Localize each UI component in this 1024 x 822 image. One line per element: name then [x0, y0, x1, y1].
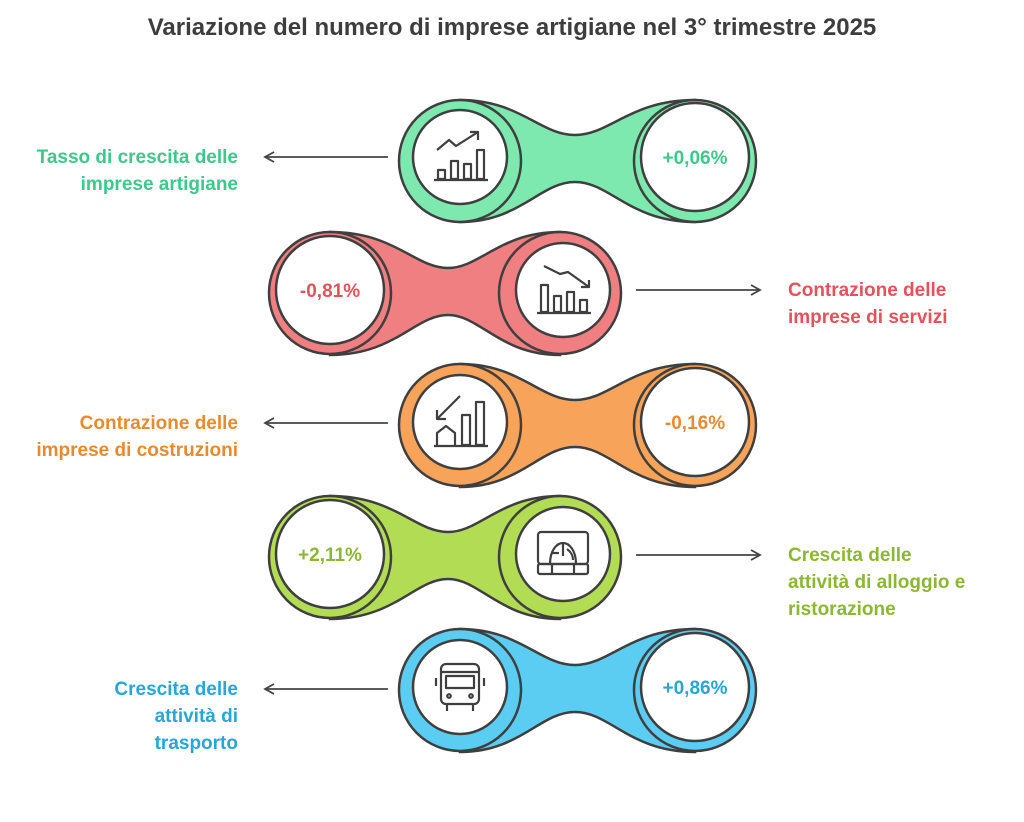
growth-chart-icon [434, 130, 488, 182]
value-text-growth: +0,06% [663, 148, 728, 169]
connector-growth: +0,06% [397, 98, 758, 224]
label-hospitality: Crescita delle attività di alloggio e ri… [788, 545, 966, 620]
value-text-services: -0,81% [300, 281, 360, 302]
label-transport: Crescita delle attività di trasporto [114, 679, 238, 754]
connector-services: -0,81% [267, 230, 623, 357]
construction-decline-icon [434, 395, 488, 448]
value-circle [639, 631, 751, 743]
connector-transport: +0,86% [397, 627, 758, 754]
bus-icon [434, 662, 486, 711]
label-construction: Contrazione delle imprese di costruzioni [36, 413, 238, 461]
icon-circle [411, 108, 509, 206]
declining-chart-icon [537, 265, 591, 315]
icon-circle [411, 373, 509, 471]
hospitality-icon [536, 530, 590, 576]
connector-construction: -0,16% [397, 362, 758, 489]
label-services: Contrazione delle imprese di servizi [788, 280, 948, 328]
connector-hospitality: +2,11% [267, 494, 623, 621]
value-circle [639, 366, 751, 478]
label-growth: Tasso di crescita delle imprese artigian… [36, 147, 238, 195]
value-text-hospitality: +2,11% [298, 545, 362, 566]
value-circle [274, 498, 386, 610]
value-text-transport: +0,86% [663, 678, 728, 699]
value-circle [274, 234, 386, 346]
icon-circle [514, 241, 612, 339]
value-text-construction: -0,16% [665, 413, 725, 434]
value-circle [639, 101, 751, 213]
page-title: Variazione del numero di imprese artigia… [147, 14, 877, 41]
